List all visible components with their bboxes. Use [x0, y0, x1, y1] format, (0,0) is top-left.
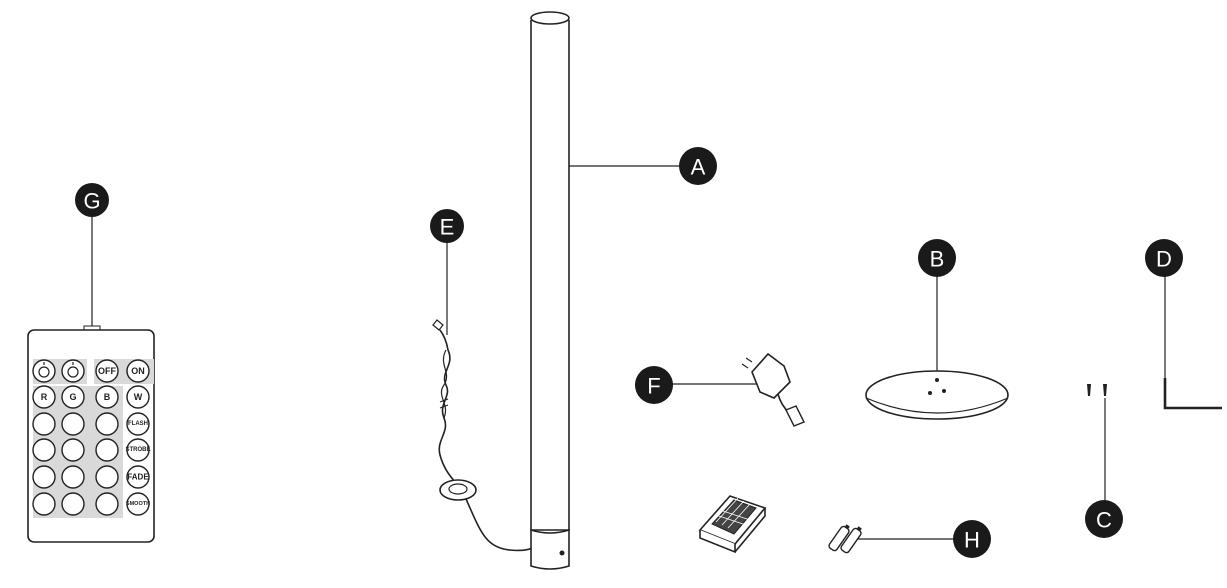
adapter-prongs [741, 357, 753, 369]
callout-f: F [635, 366, 673, 404]
callout-c-label: C [1096, 508, 1112, 533]
remote-button-w: W [126, 385, 150, 409]
callout-g-label: G [83, 189, 100, 214]
remote-button-brightness-up [61, 359, 85, 383]
remote-button-r: R [32, 385, 56, 409]
base-plate-disc [865, 370, 1009, 420]
base-hole [928, 391, 932, 395]
sun-icon [67, 366, 79, 378]
small-remote-illustration [698, 495, 767, 554]
adapter-body [751, 352, 791, 399]
part-b-base-plate: B [865, 239, 1009, 420]
cord-to-pole [465, 498, 533, 552]
callout-g: G [75, 183, 109, 217]
remote-button-off-label: OFF [98, 366, 116, 376]
remote-button-smooth-label: SMOOTH [126, 501, 150, 507]
cord [438, 349, 456, 483]
remote-button-smooth: SMOOTH [126, 492, 150, 516]
remote-button-flash: FLASH [126, 412, 150, 436]
battery-icon [828, 524, 850, 552]
remote-button-w-label: W [134, 392, 143, 402]
remote-button-fade-label: FADE [127, 473, 149, 482]
remote-button-off: OFF [95, 359, 119, 383]
remote-button-strobe-label: STROBE [125, 447, 150, 453]
remote-button-brightness-down [32, 359, 56, 383]
part-e-cable-switch: E [430, 209, 533, 552]
dc-plug-icon [432, 319, 444, 331]
screw-icon [1103, 384, 1107, 396]
pole-tube [530, 20, 570, 531]
callout-d: D [1145, 239, 1183, 277]
base-hole [935, 378, 939, 382]
remote-button-on: ON [126, 359, 150, 383]
callout-e: E [430, 209, 464, 243]
screw-icon [1087, 384, 1091, 396]
pole-base-cap [530, 528, 570, 570]
callout-h: H [953, 520, 991, 558]
callout-f-label: F [647, 374, 660, 399]
adapter-plug [785, 405, 805, 427]
callout-c: C [1085, 500, 1123, 538]
part-f-power-adapter: F [635, 352, 805, 427]
remote-button-on-label: ON [131, 366, 145, 376]
remote-button-strobe: STROBE [125, 438, 151, 462]
part-c-screws: C [1085, 384, 1123, 538]
pole-top-cap [530, 11, 570, 25]
callout-d-label: D [1156, 247, 1172, 272]
keypad-icon [711, 499, 757, 535]
callout-b-label: B [930, 247, 945, 272]
remote-button-r-label: R [41, 392, 48, 402]
callout-a: A [679, 147, 717, 185]
part-g-remote-control: OFF ON R G B W [27, 183, 155, 543]
hex-key-icon [1163, 378, 1222, 410]
callout-a-label: A [691, 155, 706, 180]
part-h-batteries: H [828, 520, 991, 558]
base-hole [942, 389, 946, 393]
pole-port [559, 550, 565, 556]
remote-color-grid [32, 412, 119, 516]
remote-button-flash-label: FLASH [128, 421, 148, 427]
remote-button-g: G [61, 385, 85, 409]
battery-icon [840, 526, 862, 554]
remote-button-b-label: B [104, 392, 111, 402]
sun-icon [38, 366, 50, 378]
callout-b: B [918, 239, 956, 277]
part-a-light-pole: A [530, 11, 717, 570]
callout-e-label: E [440, 215, 455, 240]
remote-button-g-label: G [69, 392, 76, 402]
callout-h-label: H [964, 528, 980, 553]
part-d-hex-key: D [1145, 239, 1222, 410]
remote-button-fade: FADE [126, 465, 150, 489]
remote-button-b: B [95, 385, 119, 409]
